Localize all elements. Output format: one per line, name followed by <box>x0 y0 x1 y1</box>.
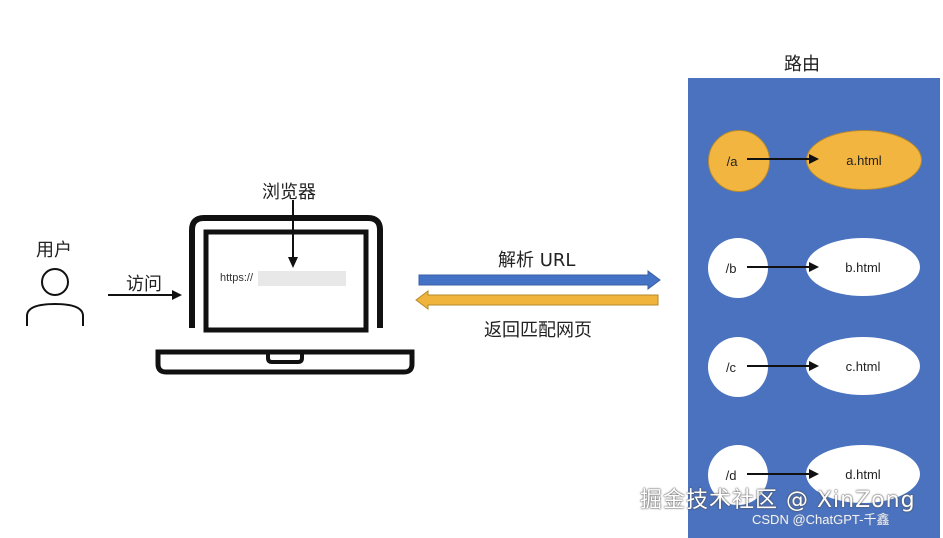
return-arrow-icon <box>415 290 659 310</box>
route-arrow-icon <box>747 262 819 272</box>
browser-label: 浏览器 <box>262 182 316 203</box>
laptop-icon <box>155 200 415 375</box>
route-arrow-icon <box>747 361 819 371</box>
route-path-a: /a <box>708 130 770 192</box>
watermark-primary: 掘金技术社区 @ XinZong <box>640 488 916 513</box>
forward-arrow-icon <box>418 270 661 290</box>
route-page-d: d.html <box>806 445 920 503</box>
route-page-b: b.html <box>806 238 920 296</box>
url-redacted-bar <box>258 271 346 286</box>
route-arrow-icon <box>747 469 819 479</box>
browser-url-text: https:// <box>220 272 254 284</box>
route-arrow-icon <box>747 154 819 164</box>
visit-label: 访问 <box>126 274 162 295</box>
return-label: 返回匹配网页 <box>484 320 592 341</box>
watermark-secondary: CSDN @ChatGPT-千鑫 <box>752 512 890 527</box>
route-page-c: c.html <box>806 337 920 395</box>
router-title: 路由 <box>784 54 820 75</box>
forward-label: 解析 URL <box>498 250 576 271</box>
user-icon <box>26 268 84 326</box>
visit-arrow-icon <box>108 290 182 300</box>
user-label: 用户 <box>36 240 72 261</box>
